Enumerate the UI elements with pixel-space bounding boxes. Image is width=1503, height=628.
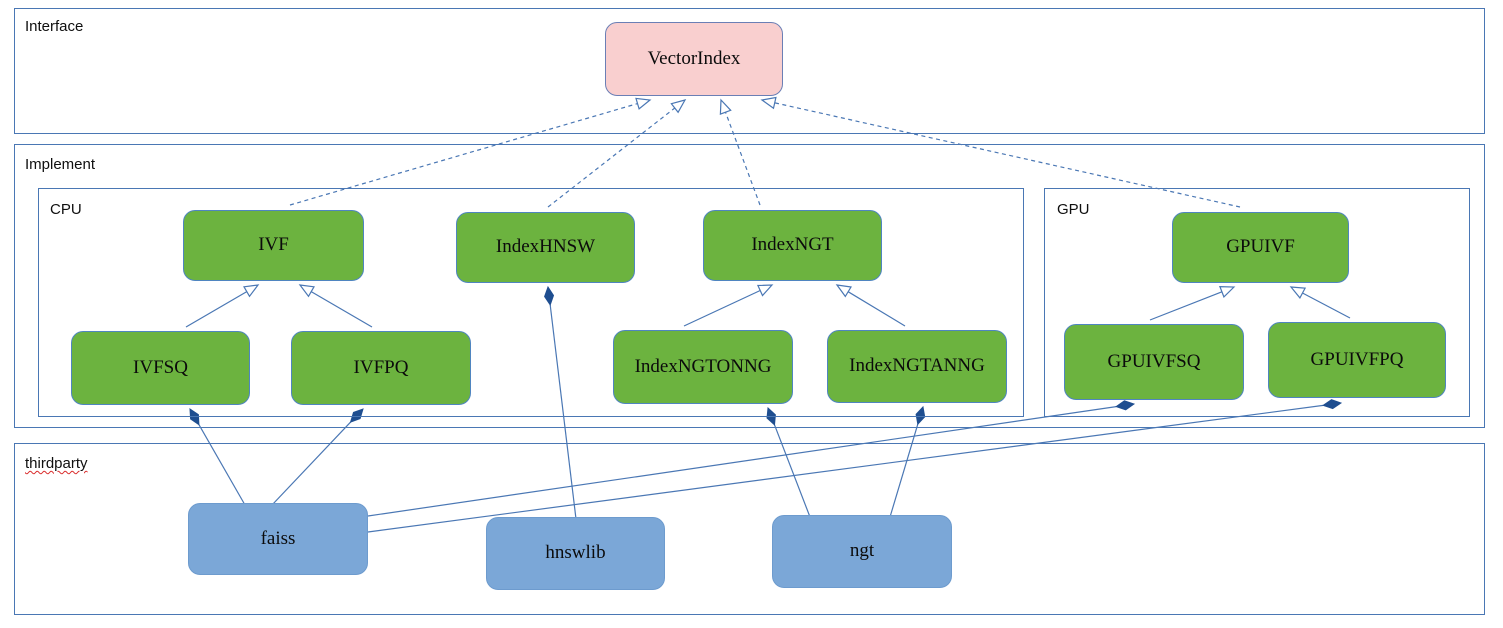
group-label-gpu: GPU xyxy=(1057,201,1090,218)
group-label-implement: Implement xyxy=(25,156,96,173)
group-cpu xyxy=(38,188,1024,417)
class-node-gpuivf[interactable]: GPUIVF xyxy=(1172,212,1349,283)
group-implement xyxy=(14,144,1485,428)
class-node-ivfsq[interactable]: IVFSQ xyxy=(71,331,250,405)
class-node-indexngtonng[interactable]: IndexNGTONNG xyxy=(613,330,793,404)
class-node-hnswlib[interactable]: hnswlib xyxy=(486,517,665,590)
class-node-ivfpq[interactable]: IVFPQ xyxy=(291,331,471,405)
class-node-indexngtanng[interactable]: IndexNGTANNG xyxy=(827,330,1007,403)
class-node-indexngt[interactable]: IndexNGT xyxy=(703,210,882,281)
class-node-gpuivfsq[interactable]: GPUIVFSQ xyxy=(1064,324,1244,400)
class-node-vectorindex[interactable]: VectorIndex xyxy=(605,22,783,96)
class-node-ngt[interactable]: ngt xyxy=(772,515,952,588)
group-gpu xyxy=(1044,188,1470,417)
group-label-cpu: CPU xyxy=(50,201,82,218)
class-node-indexhnsw[interactable]: IndexHNSW xyxy=(456,212,635,283)
class-node-faiss[interactable]: faiss xyxy=(188,503,368,575)
class-node-ivf[interactable]: IVF xyxy=(183,210,364,281)
group-thirdparty xyxy=(14,443,1485,615)
class-node-gpuivfpq[interactable]: GPUIVFPQ xyxy=(1268,322,1446,398)
group-label-thirdparty: thirdparty xyxy=(25,455,88,472)
group-interface xyxy=(14,8,1485,134)
group-label-interface: Interface xyxy=(25,18,84,35)
